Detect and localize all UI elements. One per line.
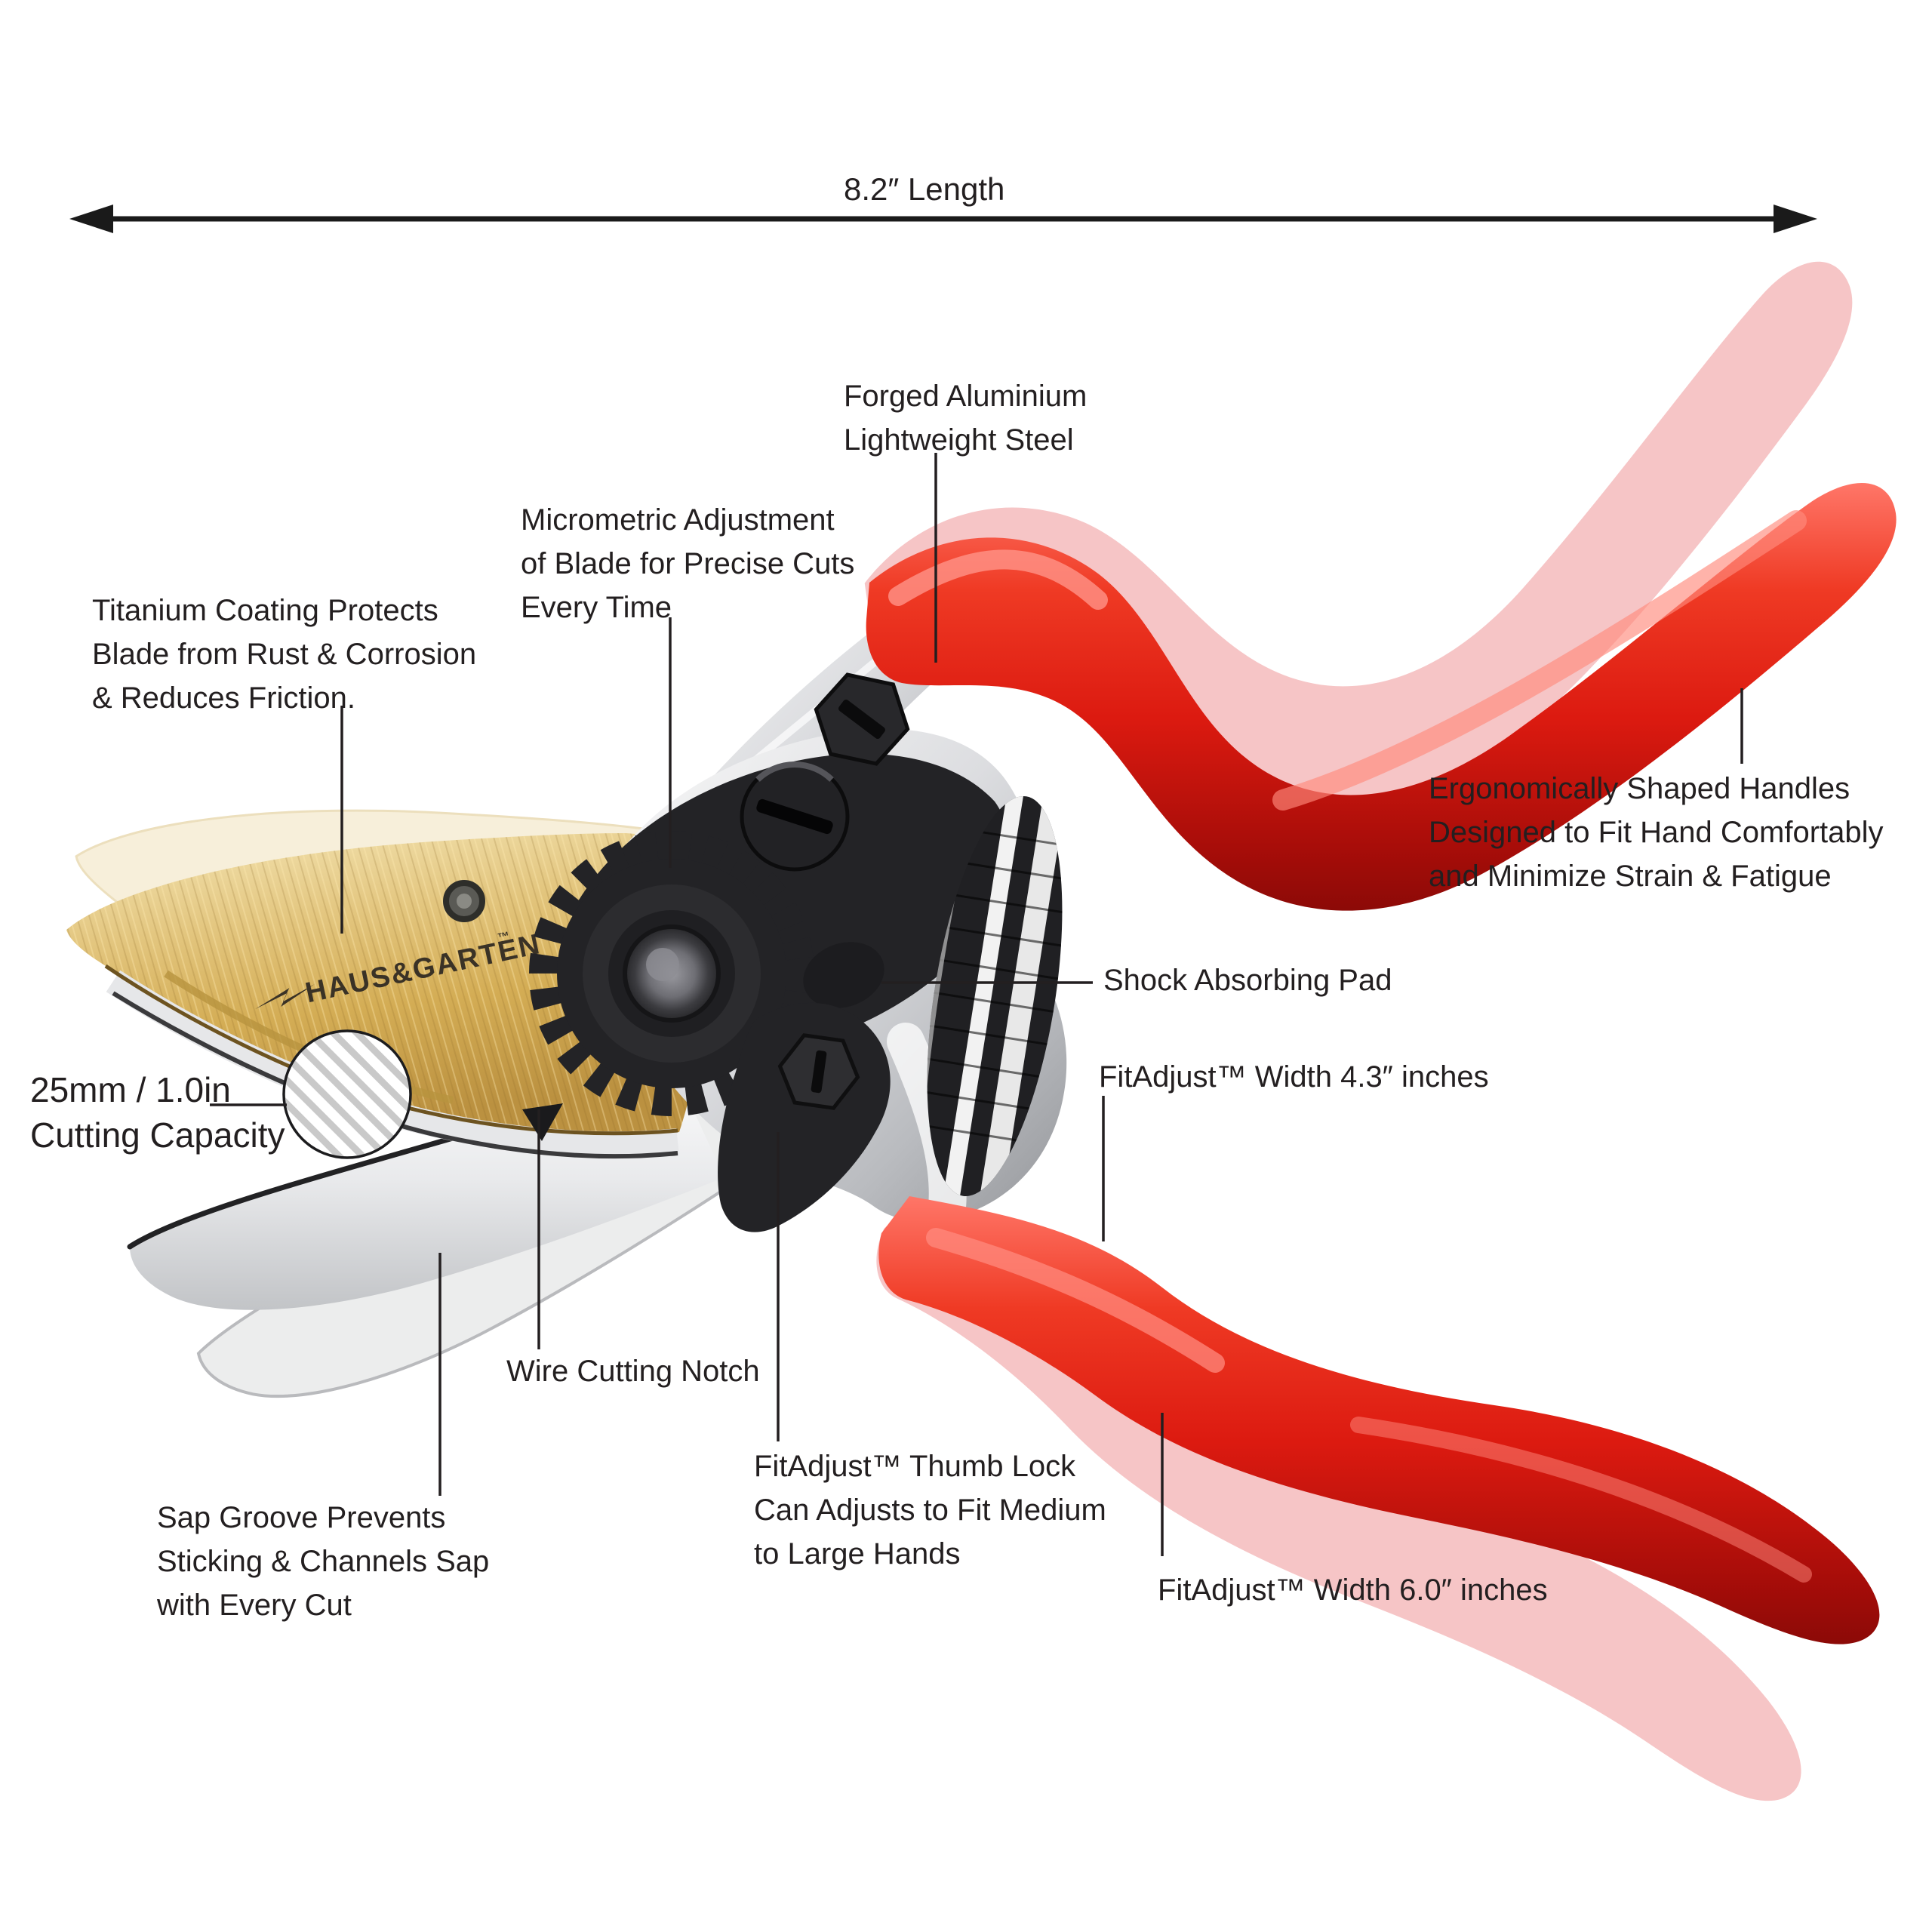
annotation-line: 25mm / 1.0in xyxy=(30,1070,231,1109)
lower-handle-highlight xyxy=(926,1228,1225,1373)
annotation-fitadjust-60: FitAdjust™ Width 6.0″ inches xyxy=(1158,1568,1548,1612)
length-dimension-arrow xyxy=(69,205,1817,233)
adjustment-mechanism xyxy=(529,672,1012,1116)
hex-screw xyxy=(814,672,910,766)
annotation-line: Wire Cutting Notch xyxy=(506,1355,760,1388)
arrow-head-left xyxy=(69,205,113,233)
annotation-sap-groove: Sap Groove Prevents Sticking & Channels … xyxy=(157,1496,489,1627)
gear-teeth xyxy=(529,831,814,1116)
upper-handle-highlight xyxy=(888,549,1108,610)
annotation-line: & Reduces Friction. xyxy=(92,681,356,715)
upper-handle-gloss xyxy=(1272,510,1807,811)
annotation-line: Sticking & Channels Sap xyxy=(157,1545,490,1578)
slotted-screw xyxy=(740,761,850,872)
leader-lines xyxy=(210,453,1743,1556)
annotation-ergonomic-handles: Ergonomically Shaped Handles Designed to… xyxy=(1429,767,1884,898)
brand-logo-tm: ™ xyxy=(497,930,511,945)
lower-handle-gloss xyxy=(1350,1417,1812,1583)
pad-ridges xyxy=(918,827,1080,1144)
annotation-line: Shock Absorbing Pad xyxy=(1103,964,1392,997)
annotation-line: to Large Hands xyxy=(754,1537,961,1571)
blade-bevel-edge xyxy=(112,991,678,1159)
blade-rivet-center xyxy=(457,894,472,909)
annotation-line: of Blade for Precise Cuts xyxy=(521,547,855,580)
annotation-line: FitAdjust™ Width 4.3″ inches xyxy=(1099,1060,1489,1094)
pad-stripe xyxy=(979,798,1066,1202)
annotation-shock-pad: Shock Absorbing Pad xyxy=(1103,958,1392,1002)
thumb-lock xyxy=(718,1002,891,1232)
cutting-capacity-badge xyxy=(282,1029,412,1159)
lower-handle xyxy=(878,1196,1880,1644)
annotation-line: Ergonomically Shaped Handles xyxy=(1429,772,1850,805)
annotation-line: Titanium Coating Protects xyxy=(92,594,438,627)
annotation-line: Every Time xyxy=(521,591,672,624)
annotation-line: Designed to Fit Hand Comfortably xyxy=(1429,816,1884,849)
annotation-thumb-lock: FitAdjust™ Thumb Lock Can Adjusts to Fit… xyxy=(754,1444,1106,1576)
wire-cutting-notch xyxy=(522,1103,563,1141)
annotation-line: Can Adjusts to Fit Medium xyxy=(754,1494,1106,1527)
annotation-wire-notch: Wire Cutting Notch xyxy=(506,1349,760,1393)
annotation-line: FitAdjust™ Width 6.0″ inches xyxy=(1158,1574,1548,1607)
annotation-length: 8.2″ Length xyxy=(844,168,1004,211)
annotation-titanium-coating: Titanium Coating Protects Blade from Rus… xyxy=(92,589,476,720)
annotation-line: Cutting Capacity xyxy=(30,1115,285,1155)
annotation-line: 8.2″ Length xyxy=(844,171,1005,207)
annotation-line: Blade from Rust & Corrosion xyxy=(92,638,477,671)
shock-pad-bumper xyxy=(803,942,884,1008)
upper-handle xyxy=(866,482,1897,911)
annotation-line: FitAdjust™ Thumb Lock xyxy=(754,1450,1076,1483)
pad-stripe xyxy=(943,793,1023,1196)
annotation-fitadjust-43: FitAdjust™ Width 4.3″ inches xyxy=(1099,1055,1489,1099)
annotation-line: Sap Groove Prevents xyxy=(157,1501,446,1534)
annotation-line: and Minimize Strain & Fatigue xyxy=(1429,860,1832,893)
annotation-line: Forged Aluminium xyxy=(844,380,1088,413)
blade-bevel xyxy=(106,970,679,1158)
annotation-line: Lightweight Steel xyxy=(844,423,1074,457)
bolt-highlight xyxy=(646,948,679,981)
annotation-line: with Every Cut xyxy=(157,1589,352,1622)
annotation-cutting-capacity: 25mm / 1.0in Cutting Capacity xyxy=(30,1067,285,1158)
annotation-line: Micrometric Adjustment xyxy=(521,503,835,537)
annotation-micrometric-adjustment: Micrometric Adjustment of Blade for Prec… xyxy=(521,498,854,629)
arrow-head-right xyxy=(1774,205,1817,233)
annotation-forged-aluminium: Forged Aluminium Lightweight Steel xyxy=(844,374,1087,462)
thumb-lock-nut xyxy=(777,1033,860,1110)
